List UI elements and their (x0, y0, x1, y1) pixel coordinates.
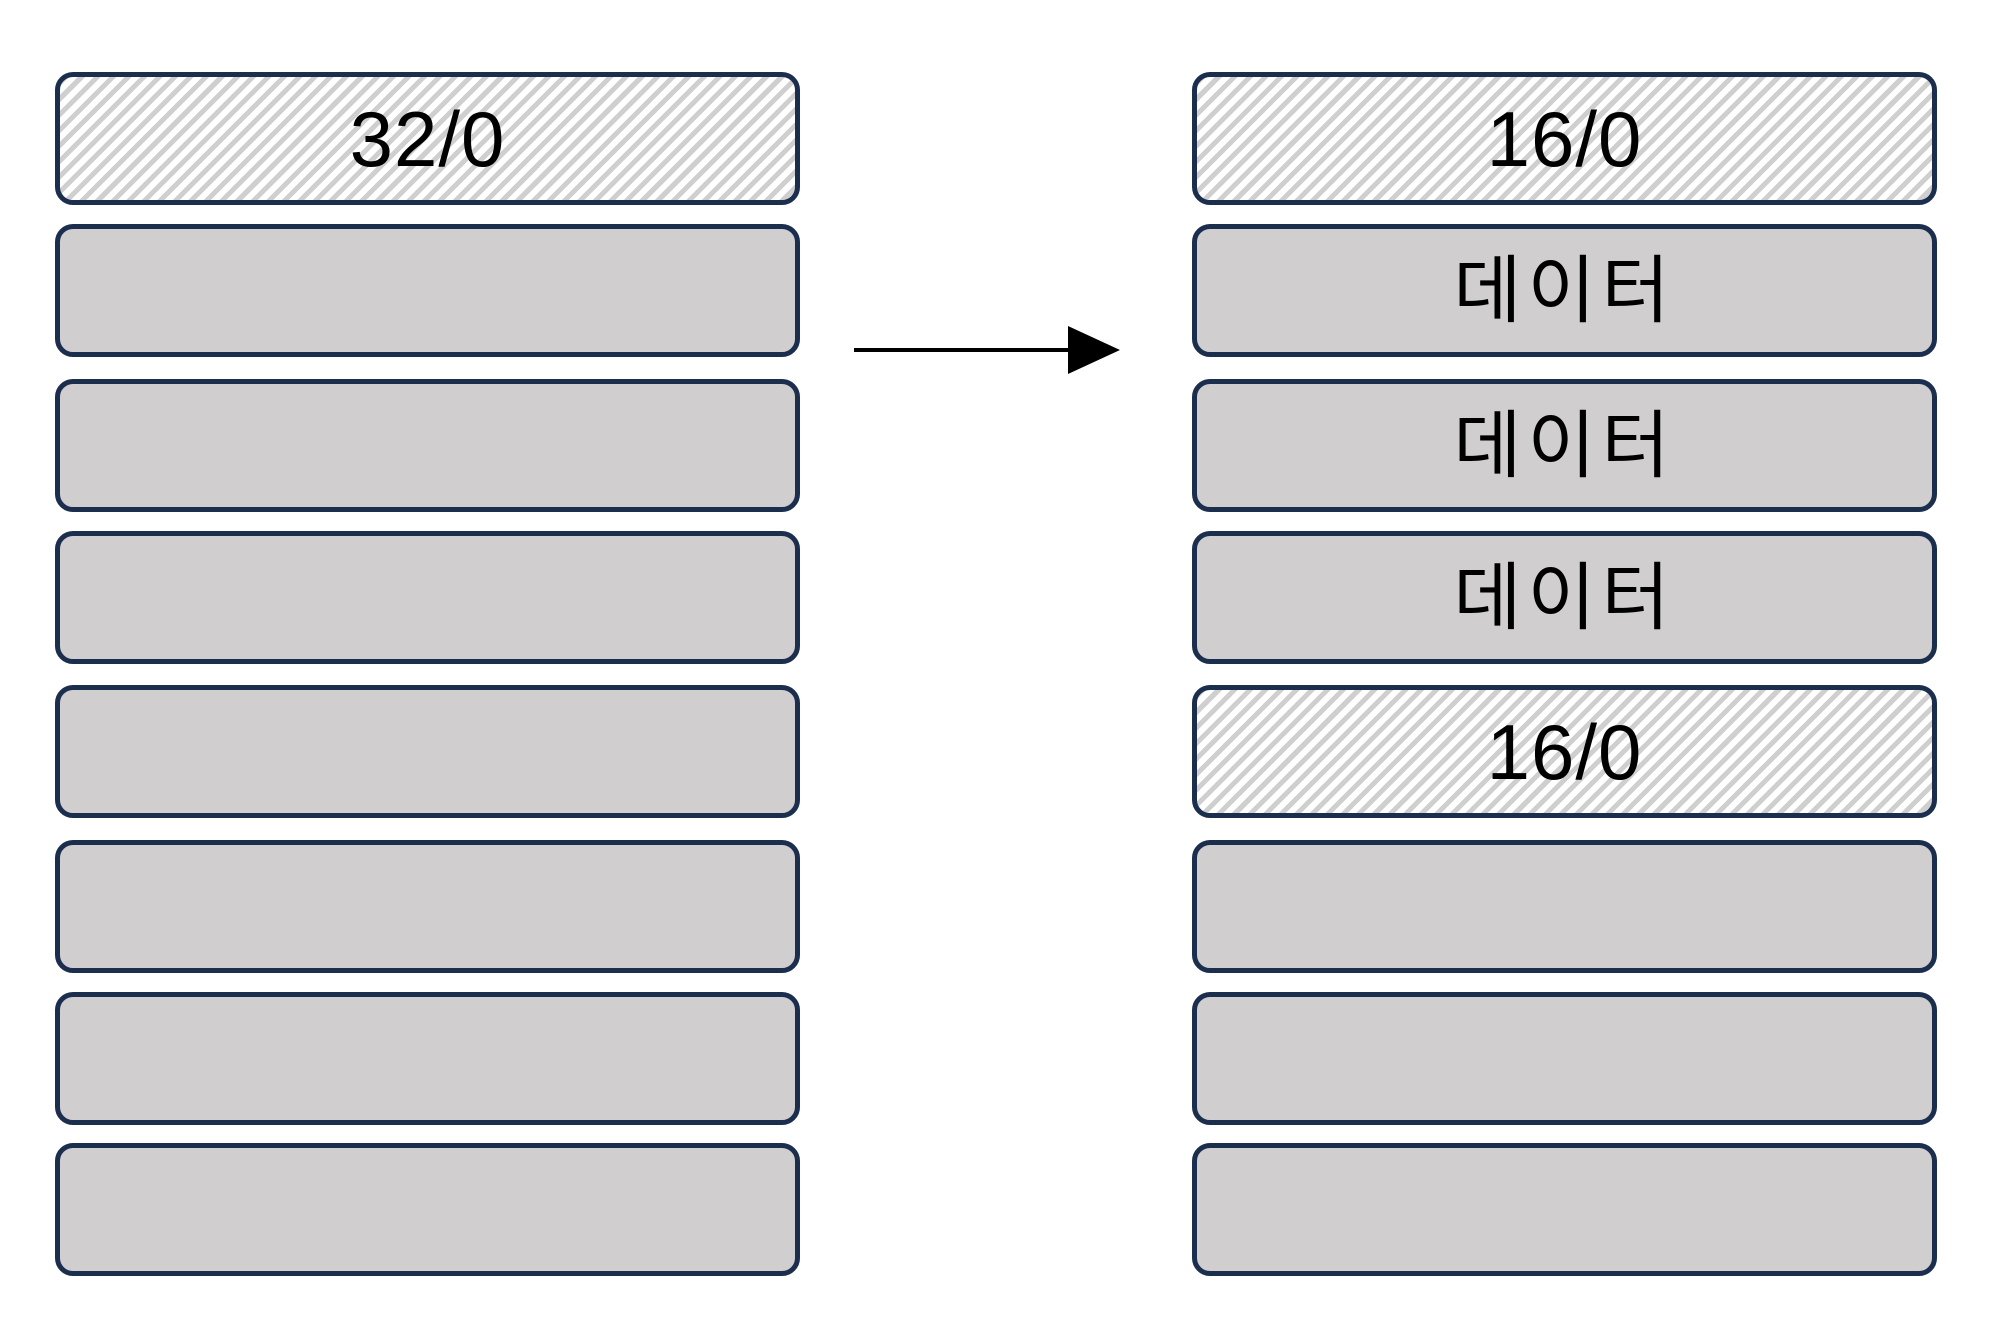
memory-block-header: 32/0 (55, 72, 800, 205)
transform-arrow (854, 326, 1120, 374)
memory-block-empty (55, 685, 800, 818)
memory-block-data: 데이터 (1192, 531, 1937, 664)
memory-block-empty (55, 531, 800, 664)
memory-block-header: 16/0 (1192, 72, 1937, 205)
block-label: 32/0 (349, 94, 506, 183)
arrow-head (1068, 326, 1120, 374)
memory-block-empty (55, 1143, 800, 1276)
block-label: 16/0 (1486, 707, 1643, 796)
memory-block-data: 데이터 (1192, 224, 1937, 357)
memory-block-empty (55, 840, 800, 973)
memory-block-empty (1192, 840, 1937, 973)
memory-block-empty (55, 379, 800, 512)
block-label: 데이터 (1453, 247, 1676, 334)
memory-block-empty (55, 224, 800, 357)
memory-block-empty (55, 992, 800, 1125)
memory-block-header: 16/0 (1192, 685, 1937, 818)
block-label: 16/0 (1486, 94, 1643, 183)
memory-block-empty (1192, 1143, 1937, 1276)
memory-block-data: 데이터 (1192, 379, 1937, 512)
block-label: 데이터 (1453, 402, 1676, 489)
block-label: 데이터 (1453, 554, 1676, 641)
memory-block-empty (1192, 992, 1937, 1125)
